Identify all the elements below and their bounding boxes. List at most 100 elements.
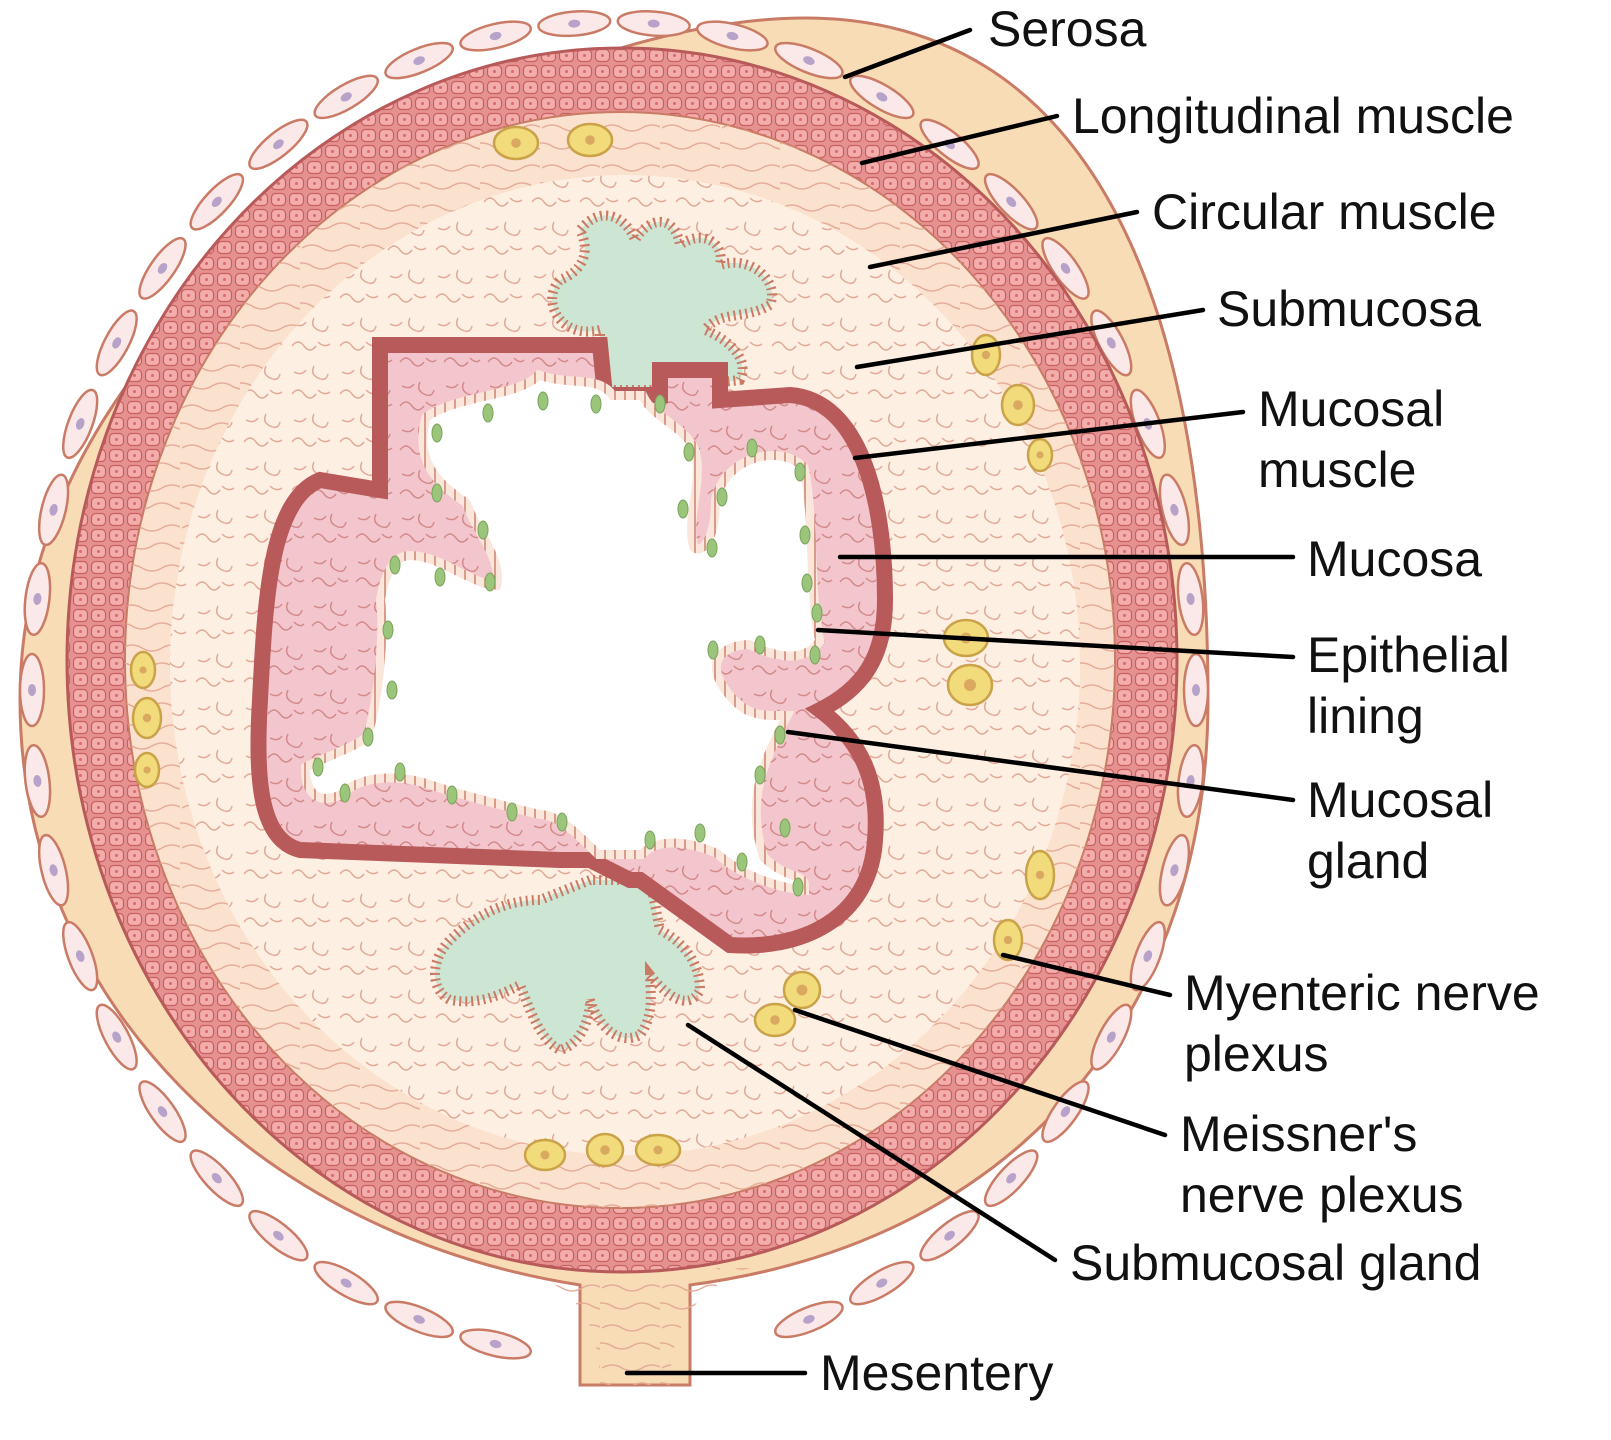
label-mucosa: Mucosa	[1307, 531, 1482, 587]
leader-lines	[624, 27, 1296, 1376]
nerve-cell	[634, 1133, 682, 1167]
label-epithelial-lining-line1: Epithelial	[1307, 627, 1510, 683]
leader-submucosa	[854, 307, 1206, 370]
goblet-cell	[809, 645, 821, 665]
serosa-cell	[23, 561, 52, 637]
goblet-cell	[736, 852, 748, 872]
label-submucosa: Submucosa	[1217, 281, 1481, 337]
goblet-cell	[431, 483, 443, 503]
serosa-cell	[1090, 1003, 1133, 1071]
nerve-cell	[133, 751, 161, 789]
serosa-cell	[1041, 236, 1090, 300]
nerve-cell	[131, 696, 163, 740]
serosa-cell	[37, 833, 70, 907]
goblet-cell	[811, 603, 823, 623]
label-mucosal-gland-line2: gland	[1307, 833, 1429, 889]
goblet-cell	[792, 877, 804, 897]
serosa-cell	[459, 1328, 532, 1360]
label-longitudinal-muscle: Longitudinal muscle	[1072, 88, 1514, 144]
goblet-cell	[477, 520, 489, 540]
serosa-cell	[1158, 833, 1191, 907]
leader-mucosal-muscle	[852, 409, 1246, 461]
label-mucosal-gland-line1: Mucosal	[1307, 772, 1493, 828]
serosa-cell	[189, 1149, 245, 1208]
goblet-cell	[694, 823, 706, 843]
goblet-cell	[799, 525, 811, 545]
goblet-cell	[394, 762, 406, 782]
serosa-cell	[848, 74, 915, 120]
goblet-cell	[389, 555, 401, 575]
nerve-cell	[946, 663, 994, 707]
goblet-cell	[794, 462, 806, 482]
nerve-cell	[992, 918, 1024, 962]
nerve-cell	[1000, 383, 1036, 427]
goblet-cell	[706, 538, 718, 558]
labels: Serosa Longitudinal muscle Circular musc…	[820, 1, 1540, 1401]
label-myenteric-nerve-plexus-line2: plexus	[1184, 1026, 1329, 1082]
goblet-cell	[683, 442, 695, 462]
label-circular-muscle: Circular muscle	[1152, 184, 1497, 240]
label-mucosal-muscle-line1: Mucosal	[1258, 381, 1444, 437]
goblet-cell	[446, 785, 458, 805]
goblet-cell	[556, 812, 568, 832]
serosa-cell	[1182, 652, 1210, 728]
serosa-cell	[95, 1003, 138, 1071]
goblet-cell	[716, 487, 728, 507]
goblet-cell	[382, 620, 394, 640]
nerve-cell	[1026, 437, 1054, 473]
serosa-cell	[459, 20, 532, 52]
serosa-cell	[774, 1300, 844, 1339]
serosa-cell	[384, 41, 454, 80]
goblet-cell	[644, 830, 656, 850]
goblet-cell	[484, 572, 496, 592]
serosa-cell	[248, 1209, 309, 1262]
serosa-cell	[983, 1149, 1039, 1208]
goblet-cell	[801, 573, 813, 593]
serosa-cell	[23, 743, 52, 819]
leader-myenteric-nerve-plexus	[1000, 952, 1173, 998]
leader-submucosal-gland	[685, 1022, 1058, 1263]
goblet-cell	[774, 725, 786, 745]
goblet-cell	[654, 394, 666, 414]
serosa-cell	[248, 118, 309, 171]
goblet-cells	[312, 391, 823, 897]
nerve-cell	[970, 333, 1002, 377]
label-serosa: Serosa	[988, 1, 1147, 57]
submucosal-gland-bottom	[430, 875, 706, 1056]
goblet-cell	[339, 783, 351, 803]
leader-epithelial-lining	[815, 627, 1296, 660]
serosa-cell	[37, 473, 70, 547]
serosa-cell	[1041, 1080, 1090, 1144]
serosa-cell	[1176, 561, 1205, 637]
goblet-cell	[746, 438, 758, 458]
goblet-cell	[431, 423, 443, 443]
label-mesentery: Mesentery	[820, 1345, 1053, 1401]
serosa-cell	[138, 1080, 187, 1144]
leader-longitudinal-muscle	[859, 113, 1060, 166]
serosa-cells	[18, 10, 1210, 1360]
label-myenteric-nerve-plexus-line1: Myenteric nerve	[1184, 965, 1540, 1021]
serosa-cell	[1158, 473, 1191, 547]
leader-meissners-nerve-plexus	[792, 1007, 1168, 1138]
nerve-cell	[782, 970, 822, 1010]
mesentery	[520, 1268, 760, 1385]
label-submucosal-gland: Submucosal gland	[1070, 1235, 1481, 1291]
nerve-cell	[753, 1002, 797, 1038]
goblet-cell	[754, 635, 766, 655]
nerve-cell	[492, 125, 540, 161]
serosa-cell	[848, 1260, 915, 1306]
goblet-cell	[386, 680, 398, 700]
serosa-cell	[774, 41, 844, 80]
serosa-cell	[616, 10, 691, 38]
goblet-cell	[434, 567, 446, 587]
goblet-cell	[677, 499, 689, 519]
serosa-cell	[919, 1209, 980, 1262]
serosa-cell	[138, 236, 187, 300]
nerve-cell	[523, 1138, 567, 1172]
serosa-cell	[18, 652, 46, 728]
goblet-cell	[506, 802, 518, 822]
goblet-cell	[754, 765, 766, 785]
goblet-cell	[312, 757, 324, 777]
label-mucosal-muscle-line2: muscle	[1258, 442, 1416, 498]
